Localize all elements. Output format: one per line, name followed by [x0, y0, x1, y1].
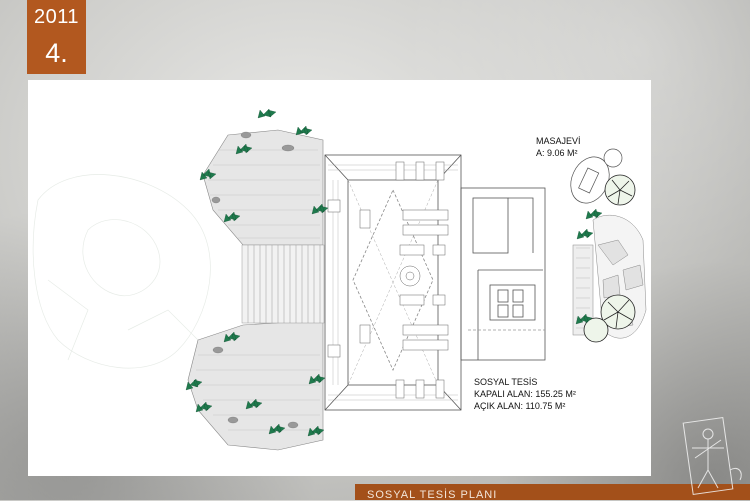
massage-house [570, 148, 623, 204]
closed-area-label: KAPALI ALAN: 155.25 M² [474, 389, 576, 399]
logo-figure-icon [682, 417, 742, 495]
facility-title: SOSYAL TESİS [474, 377, 538, 387]
paving-pattern [196, 149, 320, 431]
tree-icon [583, 174, 636, 343]
boardwalk [241, 244, 325, 324]
open-area-label: AÇIK ALAN: 110.75 M² [474, 401, 566, 411]
massage-house-title: MASAJEVİ [536, 136, 581, 146]
landscape-sketch [32, 174, 211, 369]
service-block [460, 187, 546, 361]
floor-plan-drawing [32, 108, 647, 451]
year-label: 2011 [33, 6, 79, 28]
massage-house-area: A: 9.06 M² [536, 148, 578, 158]
footer-band: SOSYAL TESİS PLANI [355, 484, 750, 501]
rock-icons [211, 131, 299, 429]
furniture [327, 161, 449, 399]
leaf-cluster-icon [185, 108, 603, 437]
main-building [324, 154, 462, 411]
footer-title: SOSYAL TESİS PLANI [367, 489, 498, 501]
page-number: 4. [45, 38, 68, 68]
year-badge: 2011 4. [27, 0, 86, 74]
plan-sheet: MASAJEVİ A: 9.06 M² SOSYAL TESİS KAPALI … [28, 80, 651, 476]
